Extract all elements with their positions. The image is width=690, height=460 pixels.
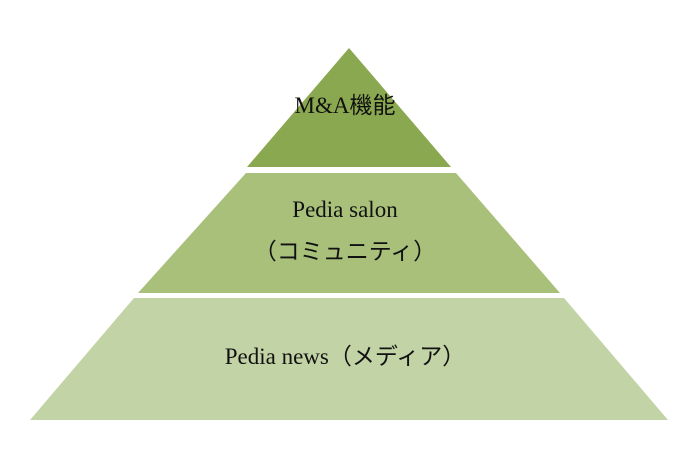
tier-middle-label-line2: （コミュニティ） — [253, 239, 437, 264]
tier-middle-label-line1: Pedia salon — [292, 197, 398, 222]
pyramid-tier-top — [247, 48, 451, 167]
tier-bottom-label: Pedia news（メディア） — [224, 344, 466, 369]
pyramid-tier-middle — [138, 173, 560, 293]
tier-top-label: M&A機能 — [294, 93, 396, 118]
pyramid-tier-bottom — [30, 298, 668, 420]
